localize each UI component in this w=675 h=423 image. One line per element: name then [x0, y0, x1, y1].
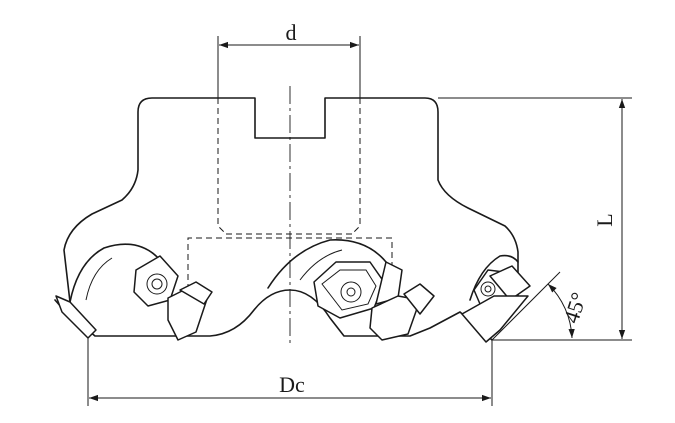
dimension-d: d [217, 20, 361, 98]
dimension-l: L [438, 97, 632, 341]
label-d: d [286, 20, 297, 45]
insert-left [55, 255, 213, 341]
cutter-body [54, 97, 519, 341]
insert-right [461, 265, 531, 343]
label-l: L [592, 213, 617, 226]
label-dc: Dc [279, 372, 305, 397]
label-45-degrees: 45° [558, 289, 591, 326]
dimension-dc: Dc [87, 338, 493, 406]
insert-center [313, 261, 435, 341]
